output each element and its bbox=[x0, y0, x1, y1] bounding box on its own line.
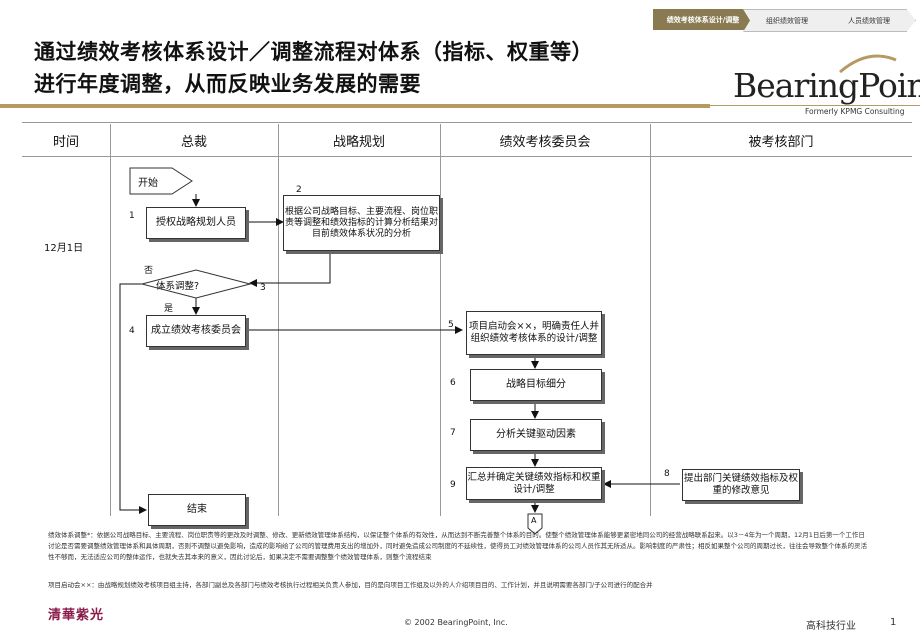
decision-label: 体系调整? bbox=[156, 281, 200, 292]
lane-divider bbox=[110, 124, 111, 516]
node-analyze-current-system: 根据公司战略目标、主要流程、岗位职责等调整和绩效指标的计算分析结果对目前绩效体系… bbox=[283, 195, 440, 251]
step-number: 1 bbox=[129, 211, 135, 221]
header-divider bbox=[0, 104, 710, 108]
connector-label: A bbox=[531, 516, 537, 525]
page-title: 通过绩效考核体系设计／调整流程对体系（指标、权重等） 进行年度调整，从而反映业务… bbox=[34, 36, 593, 100]
lane-top-border bbox=[22, 122, 912, 123]
logo-swoosh-icon bbox=[839, 54, 897, 74]
step-number: 8 bbox=[664, 469, 670, 479]
node-strategy-breakdown: 战略目标细分 bbox=[470, 369, 602, 401]
logo-subtitle: Formerly KPMG Consulting bbox=[805, 107, 905, 116]
title-line-1: 通过绩效考核体系设计／调整流程对体系（指标、权重等） bbox=[34, 40, 593, 64]
column-header-time: 时间 bbox=[52, 135, 79, 150]
node-key-drivers: 分析关键驱动因素 bbox=[470, 419, 602, 451]
lane-divider bbox=[278, 124, 279, 516]
time-label: 12月1日 bbox=[44, 243, 84, 254]
step-number: 4 bbox=[129, 326, 135, 336]
step-number: 2 bbox=[296, 185, 302, 195]
logo: BearingPoint bbox=[733, 66, 920, 105]
decision-yes-label: 是 bbox=[164, 304, 174, 314]
column-header-department: 被考核部门 bbox=[748, 135, 814, 150]
breadcrumb-active[interactable]: 绩效考核体系设计/调整 bbox=[653, 9, 753, 30]
node-authorize-strategy-staff: 授权战略规划人员 bbox=[146, 207, 246, 239]
page-number: 1 bbox=[890, 617, 897, 628]
copyright: © 2002 BearingPoint, Inc. bbox=[404, 618, 508, 627]
node-department-feedback: 提出部门关键绩效指标及权重的修改意见 bbox=[682, 469, 800, 501]
node-kickoff-meeting: 项目启动会××，明确责任人并组织绩效考核体系的设计/调整 bbox=[466, 311, 602, 355]
lane-divider bbox=[650, 124, 651, 516]
step-number: 6 bbox=[450, 378, 456, 388]
column-header-strategy: 战略规划 bbox=[332, 135, 385, 150]
step-number: 9 bbox=[450, 480, 456, 490]
title-line-2: 进行年度调整，从而反映业务发展的需要 bbox=[34, 72, 421, 96]
note-system-adjustment: 绩效体系调整*：依据公司战略目标、主要流程、岗位职责等的更改及时调整、修改、更新… bbox=[48, 531, 867, 561]
note-kickoff-meeting: 项目启动会××：由战略规划绩效考核项目组主持，各部门副总及各部门与绩效考核执行过… bbox=[48, 581, 653, 589]
lane-header-border bbox=[22, 156, 912, 157]
node-form-committee: 成立绩效考核委员会 bbox=[146, 315, 246, 347]
node-end: 结束 bbox=[148, 494, 246, 526]
header-divider-thin bbox=[710, 105, 920, 106]
lane-divider bbox=[440, 124, 441, 516]
step-number: 3 bbox=[260, 283, 266, 293]
decision-no-label: 否 bbox=[144, 266, 154, 276]
column-header-committee: 绩效考核委员会 bbox=[499, 135, 591, 150]
start-node-label: 开始 bbox=[138, 178, 158, 189]
node-finalize-kpi: 汇总并确定关键绩效指标和权重设计/调整 bbox=[466, 467, 602, 500]
footer-brand-logo: 清華紫光 bbox=[48, 608, 105, 623]
column-header-president: 总裁 bbox=[180, 135, 207, 150]
step-number: 7 bbox=[450, 428, 456, 438]
footer-industry: 高科技行业 bbox=[806, 621, 856, 632]
step-number: 5 bbox=[448, 320, 454, 330]
